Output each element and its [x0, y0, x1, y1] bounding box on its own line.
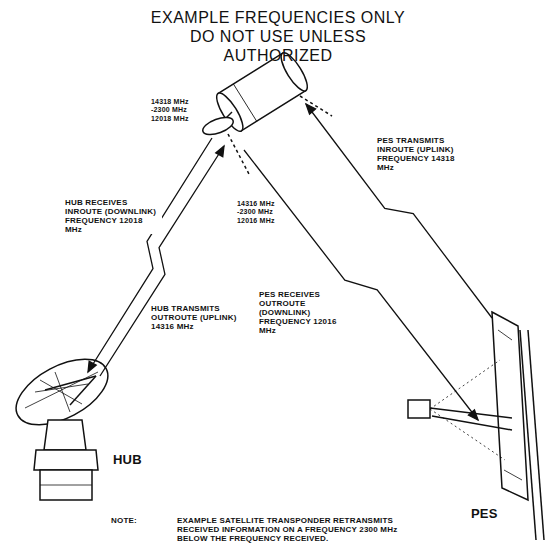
arrow-head	[216, 146, 224, 157]
station-name: PES	[470, 506, 499, 521]
note-text: EXAMPLE SATELLITE TRANSPONDER RETRANSMIT…	[176, 516, 428, 543]
link-label: PES RECEIVES OUTROUTE (DOWNLINK) FREQUEN…	[258, 290, 356, 335]
signal-path	[244, 150, 478, 420]
frequency-calc: 12016 MHz	[236, 217, 276, 225]
link-label: PES TRANSMITS INROUTE (UPLINK) FREQUENCY…	[376, 136, 474, 172]
signal-path	[88, 138, 212, 372]
note-heading: NOTE:	[110, 516, 138, 525]
station-name: HUB	[112, 452, 143, 467]
arrow-head	[306, 104, 316, 114]
frequency-calc: -2300 MHz	[236, 208, 274, 216]
link-label: HUB TRANSMITS OUTROUTE (UPLINK) 14316 MH…	[150, 304, 244, 331]
frequency-calc: 12018 MHz	[150, 115, 190, 123]
frequency-calc: 14318 MHz	[150, 98, 190, 106]
signal-path	[100, 146, 224, 376]
arrow-head	[468, 410, 478, 420]
frequency-calc: 14316 MHz	[236, 200, 276, 208]
frequency-calc: -2300 MHz	[150, 106, 188, 114]
diagram-title: EXAMPLE FREQUENCIES ONLY DO NOT USE UNLE…	[138, 8, 418, 65]
arrow-head	[88, 361, 96, 372]
link-label: HUB RECEIVES INROUTE (DOWNLINK) FREQUENC…	[64, 198, 162, 234]
signal-path	[306, 104, 492, 318]
